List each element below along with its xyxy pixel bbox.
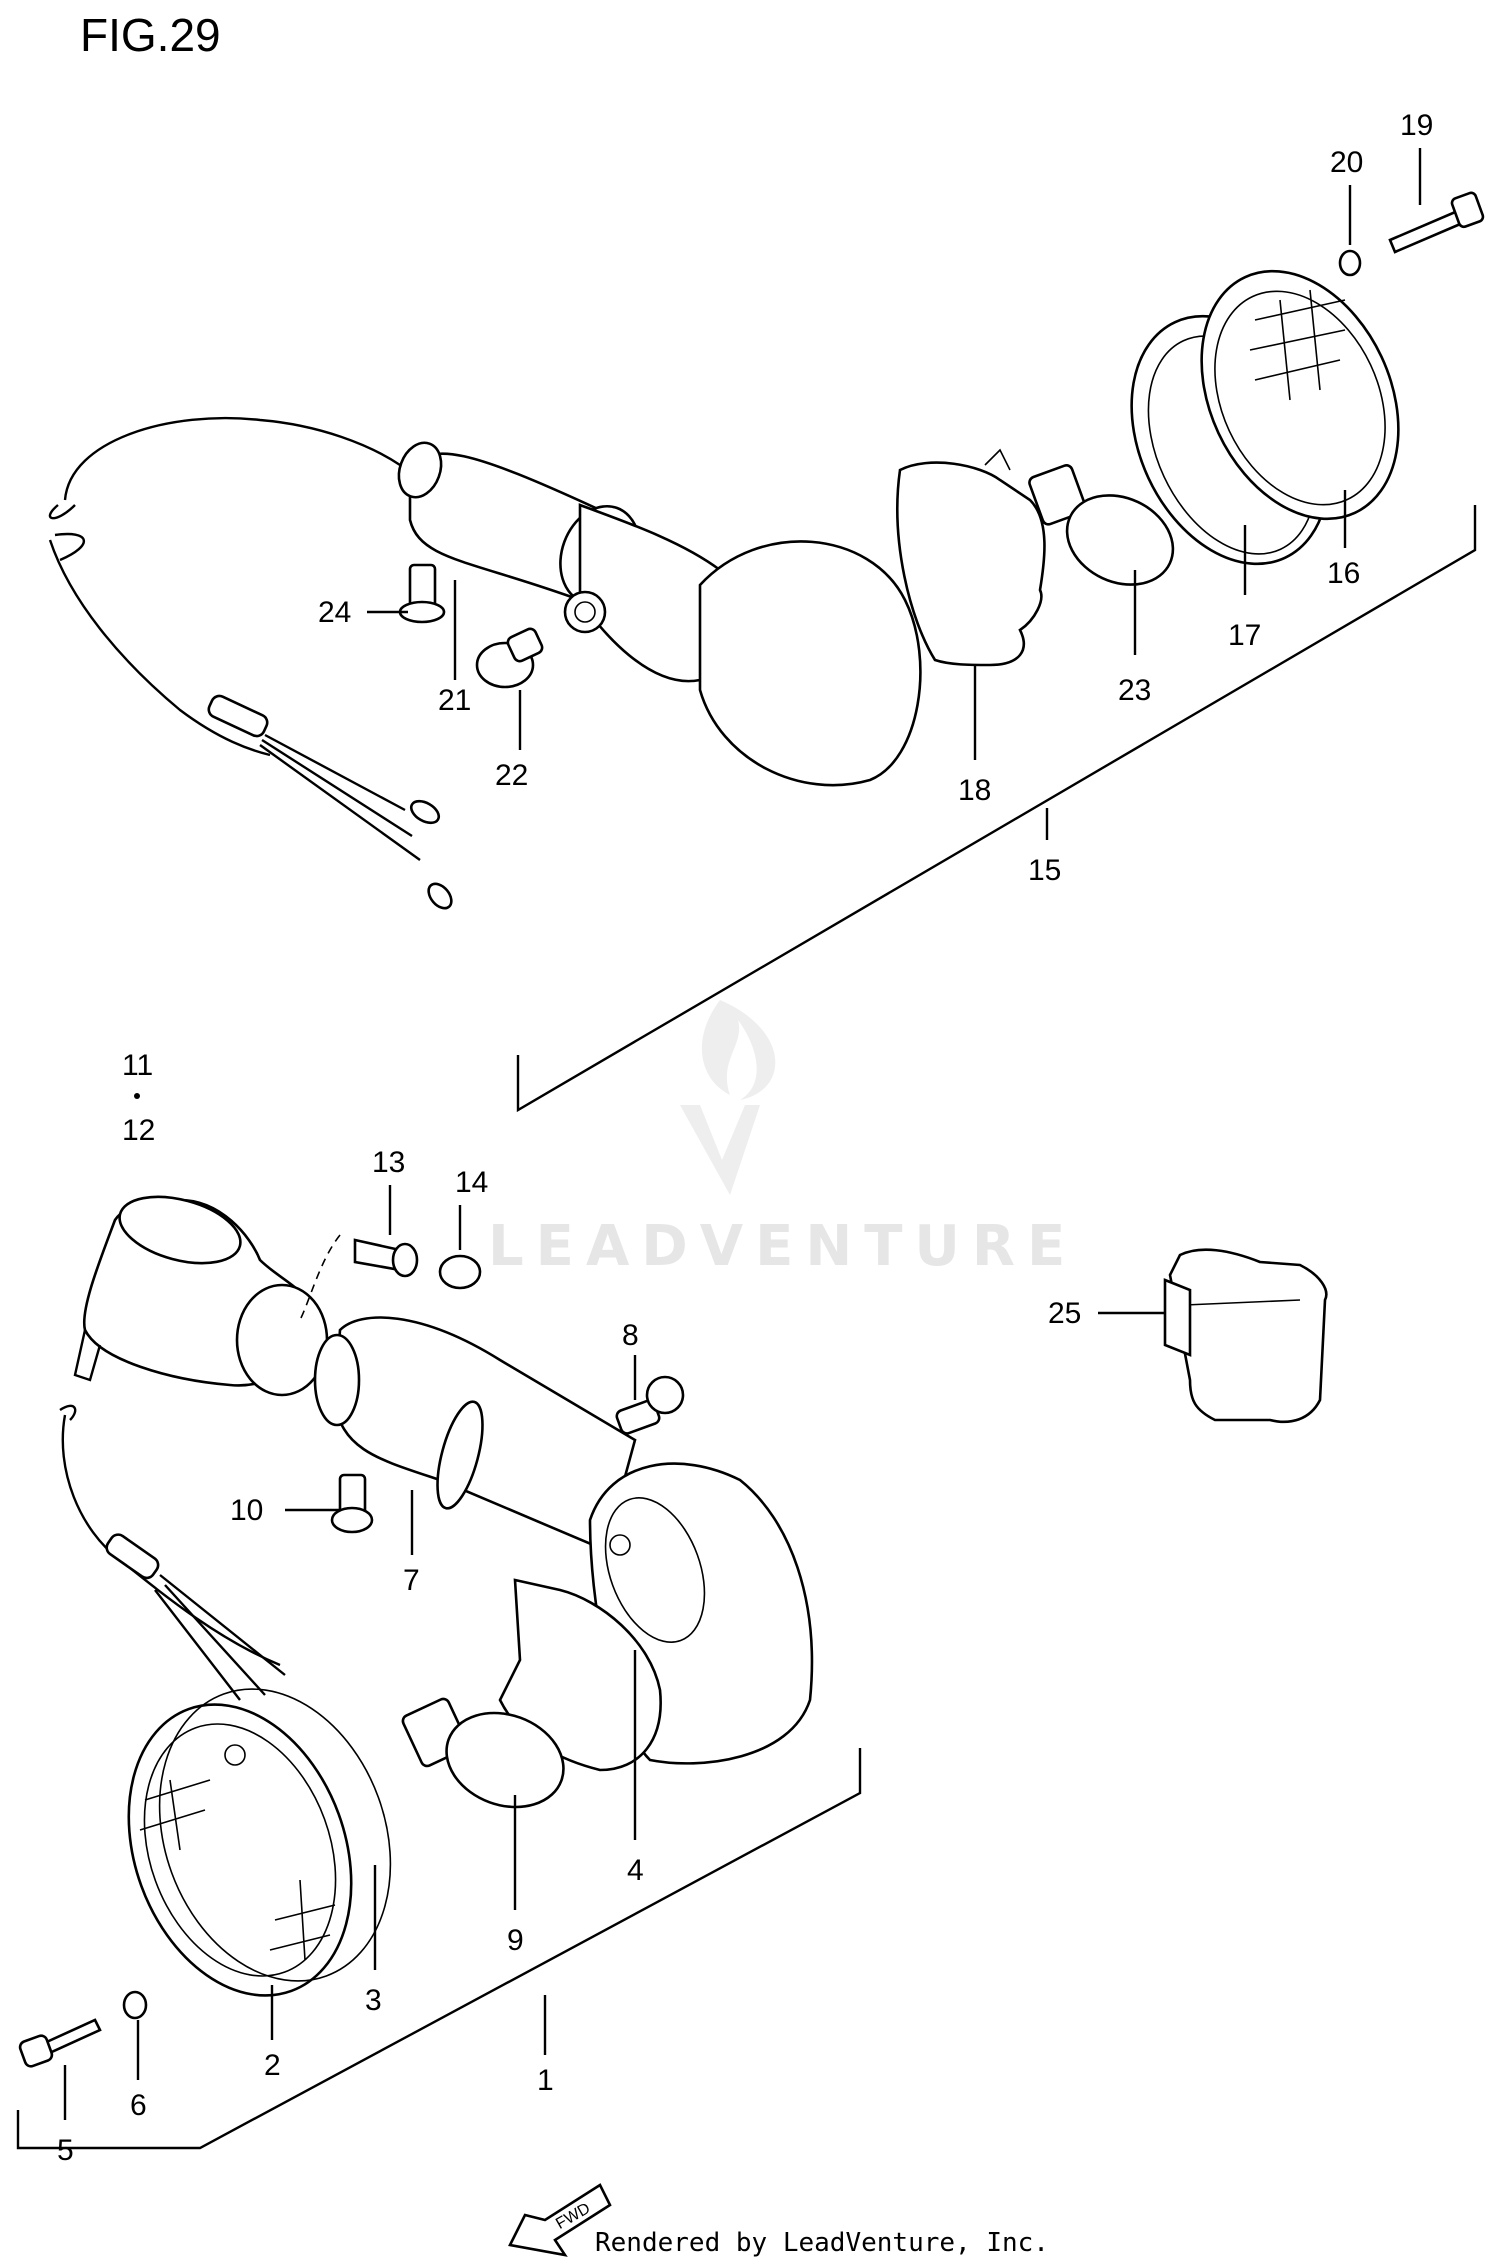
part-5-screw	[18, 2018, 102, 2068]
callout-1: 1	[537, 2064, 554, 2097]
part-24-screw	[398, 563, 446, 624]
callout-25: 25	[1048, 1297, 1081, 1330]
upper-turn-signal-assembly	[48, 191, 1485, 1113]
part-25-relay	[1163, 1248, 1328, 1424]
callout-separator-dot	[134, 1093, 140, 1099]
upper-wire-harness	[63, 416, 401, 501]
callout-22: 22	[495, 759, 528, 792]
callout-20: 20	[1330, 146, 1363, 179]
lower-wire-harness	[61, 1414, 281, 1667]
callout-4: 4	[627, 1854, 644, 1887]
part-19-screw	[1388, 191, 1485, 254]
part-8-screw	[615, 1375, 685, 1435]
callout-15: 15	[1028, 854, 1061, 887]
callout-leaders	[63, 148, 1422, 2120]
upper-wire-lower	[48, 539, 271, 757]
part-7-stem	[333, 1316, 637, 1552]
callout-9: 9	[507, 1924, 524, 1957]
watermark-logo	[680, 1000, 776, 1195]
part-11-12-bracket	[73, 1195, 329, 1397]
part-18-socket-plate	[896, 461, 1046, 667]
part-14-nut	[438, 1254, 482, 1290]
part-10-screw	[330, 1473, 374, 1534]
upper-wire-harness-2	[48, 504, 76, 520]
callout-labels: 19 20 16 17 23 18 15 24 21 22 11 12 13 1…	[57, 109, 1433, 2167]
part-2-lens	[127, 1703, 353, 1997]
part-6-washer	[122, 1990, 148, 2020]
callout-16: 16	[1327, 557, 1360, 590]
callout-6: 6	[130, 2089, 147, 2122]
assembly-1-bracket	[16, 1748, 862, 2150]
callout-3: 3	[365, 1984, 382, 2017]
assembly-15-bracket	[516, 505, 1477, 1113]
callout-23: 23	[1118, 674, 1151, 707]
callout-24: 24	[318, 596, 351, 629]
lower-turn-signal-assembly	[16, 1195, 862, 2150]
callout-10: 10	[230, 1494, 263, 1527]
callout-18: 18	[958, 774, 991, 807]
figure-title: FIG.29	[80, 9, 221, 61]
part-20-washer	[1338, 249, 1362, 277]
part-16-lens	[1200, 269, 1400, 521]
part-4-housing	[498, 1462, 814, 1772]
callout-2: 2	[264, 2049, 281, 2082]
footer-credit: Rendered by LeadVenture, Inc.	[595, 2228, 1049, 2258]
callout-21: 21	[438, 684, 471, 717]
part-15-housing	[698, 540, 922, 787]
callout-8: 8	[622, 1319, 639, 1352]
watermark-text: LEADVENTURE	[488, 1214, 1078, 1279]
part-9-bulb	[401, 1697, 565, 1809]
callout-5: 5	[57, 2134, 74, 2167]
callout-12: 12	[122, 1114, 155, 1147]
callout-17: 17	[1228, 619, 1261, 652]
callout-14: 14	[455, 1166, 488, 1199]
callout-7: 7	[403, 1564, 420, 1597]
callout-19: 19	[1400, 109, 1433, 142]
callout-11: 11	[122, 1049, 153, 1082]
part-23-bulb	[1028, 464, 1175, 586]
part-13-screw	[299, 1234, 419, 1321]
part-3-rim	[158, 1688, 392, 1982]
callout-13: 13	[372, 1146, 405, 1179]
part-22-screw	[475, 627, 544, 689]
